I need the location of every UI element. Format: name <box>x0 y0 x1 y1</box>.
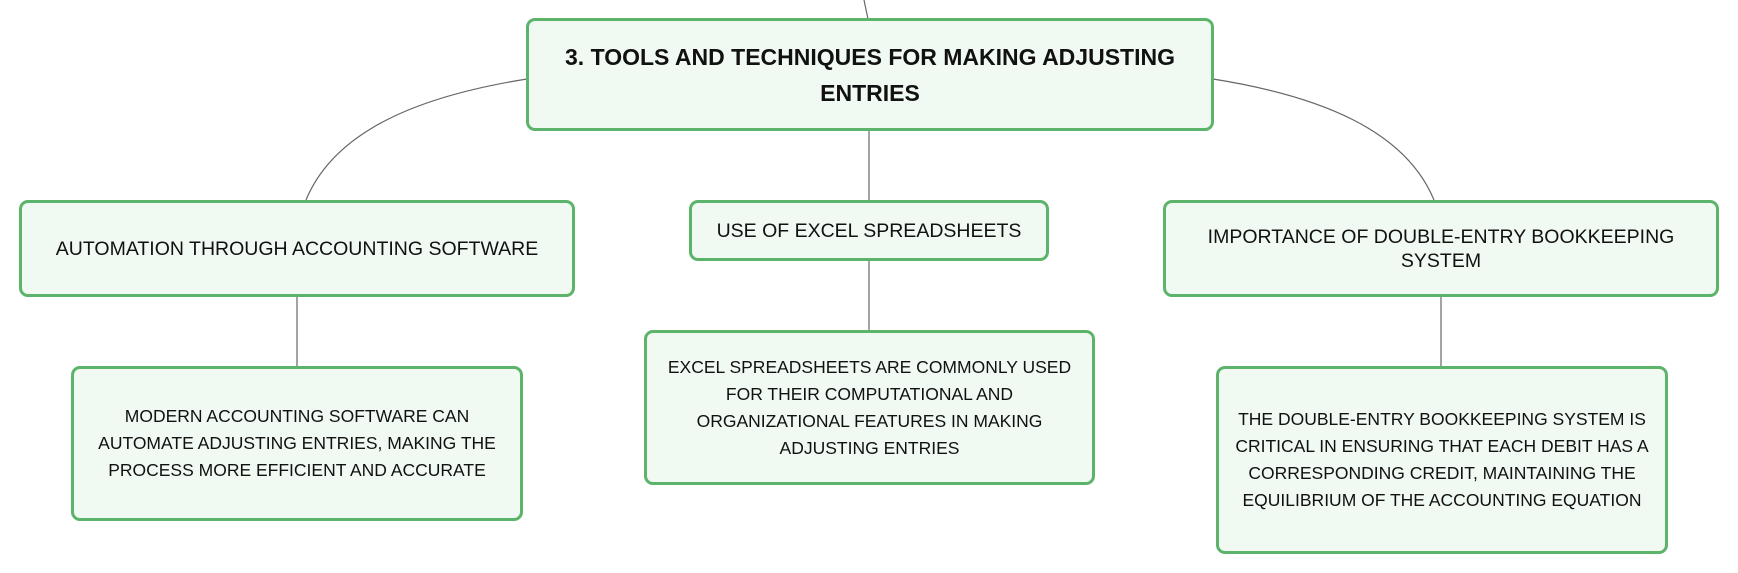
leaf-node-excel[interactable]: EXCEL SPREADSHEETS ARE COMMONLY USED FOR… <box>644 330 1095 485</box>
branch-node-automation[interactable]: AUTOMATION THROUGH ACCOUNTING SOFTWARE <box>19 200 575 297</box>
root-node[interactable]: 3. TOOLS AND TECHNIQUES FOR MAKING ADJUS… <box>526 18 1214 131</box>
branch-node-double-entry[interactable]: IMPORTANCE OF DOUBLE-ENTRY BOOKKEEPING S… <box>1163 200 1719 297</box>
branch-node-excel-label: USE OF EXCEL SPREADSHEETS <box>716 219 1022 242</box>
leaf-node-double-entry-label: THE DOUBLE-ENTRY BOOKKEEPING SYSTEM IS C… <box>1235 409 1649 510</box>
connector-root-to-branch-automation <box>305 78 528 201</box>
branch-node-automation-label: AUTOMATION THROUGH ACCOUNTING SOFTWARE <box>55 237 539 260</box>
root-node-label: 3. TOOLS AND TECHNIQUES FOR MAKING ADJUS… <box>565 43 1175 106</box>
leaf-node-automation-label: MODERN ACCOUNTING SOFTWARE CAN AUTOMATE … <box>98 406 496 480</box>
branch-node-double-entry-label: IMPORTANCE OF DOUBLE-ENTRY BOOKKEEPING S… <box>1207 225 1675 272</box>
branch-node-excel[interactable]: USE OF EXCEL SPREADSHEETS <box>689 200 1049 261</box>
connector-parent-to-root <box>863 0 869 20</box>
connector-root-to-branch-double-entry <box>1212 78 1435 201</box>
leaf-node-double-entry[interactable]: THE DOUBLE-ENTRY BOOKKEEPING SYSTEM IS C… <box>1216 366 1668 554</box>
leaf-node-excel-label: EXCEL SPREADSHEETS ARE COMMONLY USED FOR… <box>667 356 1072 458</box>
leaf-node-automation[interactable]: MODERN ACCOUNTING SOFTWARE CAN AUTOMATE … <box>71 366 523 521</box>
